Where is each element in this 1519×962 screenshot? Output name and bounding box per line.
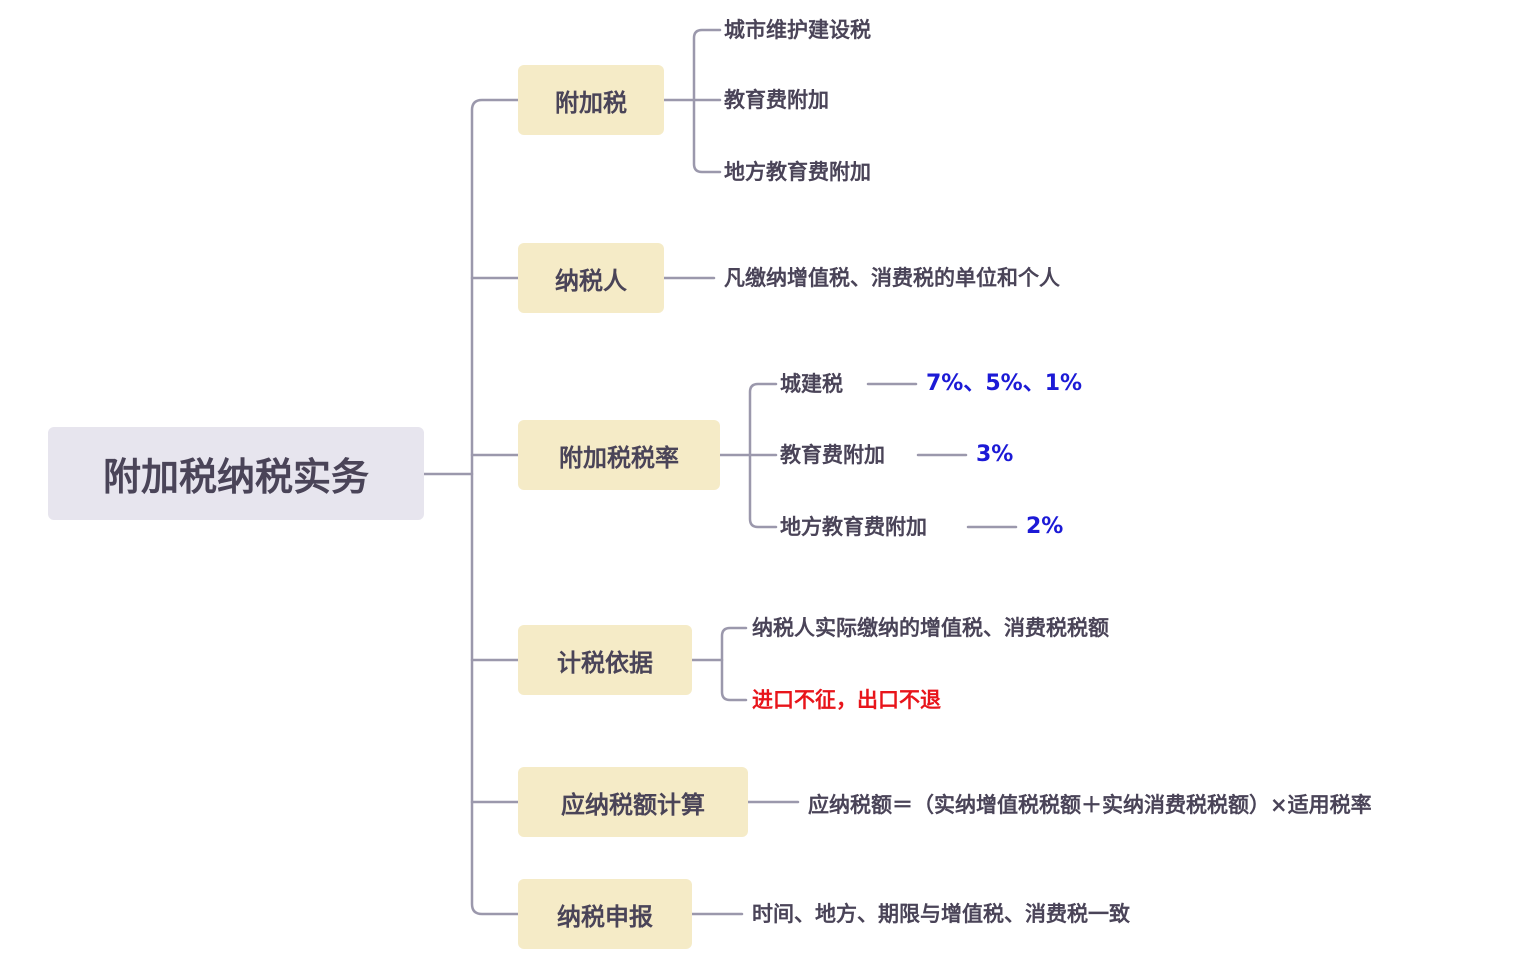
leaf-taxpayer-scope[interactable]: 凡缴纳增值税、消费税的单位和个人	[724, 266, 1060, 290]
rate-value-urban-tax: 7%、5%、1%	[926, 371, 1083, 396]
branch-tax-filing[interactable]: 纳税申报	[518, 879, 692, 949]
leaf-basis-actual-paid[interactable]: 纳税人实际缴纳的增值税、消费税税额	[752, 616, 1109, 640]
main-spine	[470, 98, 520, 916]
branch-taxpayer[interactable]: 纳税人	[518, 243, 664, 313]
leaf-education-surcharge[interactable]: 教育费附加	[724, 88, 829, 112]
leaf-rate-education[interactable]: 教育费附加	[780, 443, 885, 467]
leaf-rate-urban-tax[interactable]: 城建税	[780, 372, 843, 396]
branch-surtax[interactable]: 附加税	[518, 65, 664, 135]
branch-tax-rate[interactable]: 附加税税率	[518, 420, 720, 490]
rate-value-education: 3%	[976, 442, 1014, 467]
leaf-rate-local-education[interactable]: 地方教育费附加	[780, 515, 927, 539]
rate-value-local-education: 2%	[1026, 514, 1064, 539]
leaf-calculation-formula[interactable]: 应纳税额＝（实纳增值税税额＋实纳消费税税额）×适用税率	[808, 793, 1372, 817]
leaf-filing-rules[interactable]: 时间、地方、期限与增值税、消费税一致	[752, 902, 1130, 926]
leaf-urban-construction-tax[interactable]: 城市维护建设税	[724, 18, 871, 42]
branch-tax-calculation[interactable]: 应纳税额计算	[518, 767, 748, 837]
leaf-local-education-surcharge[interactable]: 地方教育费附加	[724, 160, 871, 184]
root-node[interactable]: 附加税纳税实务	[48, 427, 424, 520]
leaf-basis-import-export[interactable]: 进口不征，出口不退	[752, 688, 941, 712]
branch-tax-basis[interactable]: 计税依据	[518, 625, 692, 695]
